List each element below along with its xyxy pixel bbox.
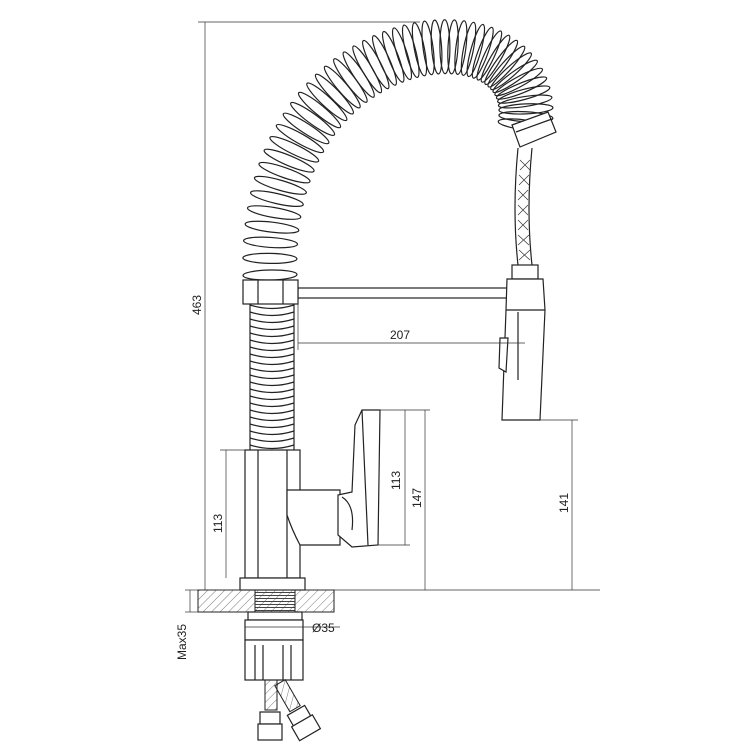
coil-loop bbox=[282, 112, 330, 145]
coil-loop bbox=[275, 123, 325, 154]
coil-loop bbox=[371, 35, 397, 86]
coil-loop bbox=[447, 19, 459, 75]
coil-loop bbox=[411, 22, 428, 77]
spring-turn bbox=[249, 388, 295, 394]
coil-end-nozzle bbox=[511, 111, 557, 148]
spring-turn bbox=[249, 367, 295, 373]
coil-loop bbox=[314, 73, 354, 115]
coil-loop bbox=[498, 103, 554, 115]
coil-loop bbox=[480, 34, 511, 83]
coil-loop bbox=[460, 21, 477, 76]
coil-loop bbox=[471, 26, 494, 79]
coil-loop bbox=[476, 30, 503, 81]
coil-loop bbox=[242, 252, 298, 265]
spring-turn bbox=[249, 332, 295, 338]
coil-loop bbox=[466, 23, 486, 78]
coil-loop bbox=[430, 19, 443, 75]
coil-loop bbox=[401, 24, 420, 79]
coil-loop bbox=[381, 30, 405, 83]
coil-loop bbox=[269, 135, 320, 163]
coil-loop bbox=[497, 94, 553, 109]
spring-turn bbox=[249, 353, 295, 359]
coil-loop bbox=[454, 20, 468, 75]
coil-loop bbox=[421, 20, 435, 76]
dim-max-countertop: Max35 bbox=[175, 624, 189, 660]
dim-mount-diameter: Ø35 bbox=[312, 621, 335, 635]
coil-loop bbox=[253, 175, 307, 195]
coil-loop bbox=[258, 161, 311, 184]
coil-loop bbox=[246, 205, 302, 220]
countertop bbox=[197, 589, 335, 681]
dimension-lines bbox=[185, 21, 600, 628]
handle bbox=[337, 409, 381, 548]
spring-coil bbox=[242, 19, 554, 281]
faucet-body bbox=[239, 449, 341, 591]
spring-turn bbox=[249, 346, 295, 352]
spring-turn bbox=[249, 381, 295, 387]
coil-loop bbox=[323, 65, 361, 109]
spring-turn bbox=[249, 430, 295, 436]
coil-loop bbox=[243, 236, 299, 249]
coil-loop bbox=[342, 51, 375, 98]
dim-handle-height: 113 bbox=[389, 471, 403, 490]
dim-body-height: 113 bbox=[211, 514, 225, 533]
spring-turn bbox=[249, 318, 295, 324]
coil-loop bbox=[495, 76, 548, 100]
coil-loop bbox=[484, 39, 519, 86]
dim-total-height: 463 bbox=[190, 295, 204, 315]
spring-turn bbox=[249, 409, 295, 415]
spring-turn bbox=[249, 402, 295, 408]
coil-loop bbox=[263, 148, 315, 173]
supply-hoses bbox=[257, 678, 322, 742]
spring-lower-section bbox=[249, 304, 295, 450]
sprayer-head bbox=[498, 264, 546, 421]
dim-handle-to-base: 147 bbox=[410, 488, 424, 508]
spring-turn bbox=[249, 416, 295, 422]
coil-loop bbox=[492, 59, 538, 94]
sprayer-hose bbox=[514, 147, 533, 266]
coil-loop bbox=[333, 58, 368, 103]
dim-spout-outlet-height: 141 bbox=[557, 493, 571, 513]
coil-loop bbox=[244, 220, 300, 234]
spring-turn bbox=[249, 311, 295, 317]
coil-loop bbox=[290, 101, 336, 136]
coil-loop bbox=[352, 45, 383, 94]
coil-loop bbox=[391, 27, 413, 81]
coil-loop bbox=[439, 19, 451, 75]
spring-turn bbox=[249, 444, 295, 450]
spring-turn bbox=[249, 374, 295, 380]
coil-loop bbox=[494, 67, 544, 97]
coil-loop bbox=[497, 85, 551, 104]
coil-loop bbox=[487, 45, 526, 88]
spring-turn bbox=[249, 395, 295, 401]
coil-loop bbox=[362, 39, 390, 90]
coil-loop bbox=[297, 91, 342, 129]
horizontal-arm bbox=[242, 279, 511, 305]
spring-turn bbox=[249, 325, 295, 331]
spring-turn bbox=[249, 339, 295, 345]
spring-turn bbox=[249, 437, 295, 443]
coil-loop bbox=[242, 269, 298, 281]
coil-loop bbox=[306, 82, 348, 122]
coil-loop bbox=[250, 190, 304, 207]
spring-turn bbox=[249, 360, 295, 366]
coil-loop bbox=[490, 52, 533, 91]
spring-turn bbox=[249, 423, 295, 429]
spring-turn bbox=[249, 304, 295, 310]
dim-spout-reach: 207 bbox=[390, 328, 410, 342]
